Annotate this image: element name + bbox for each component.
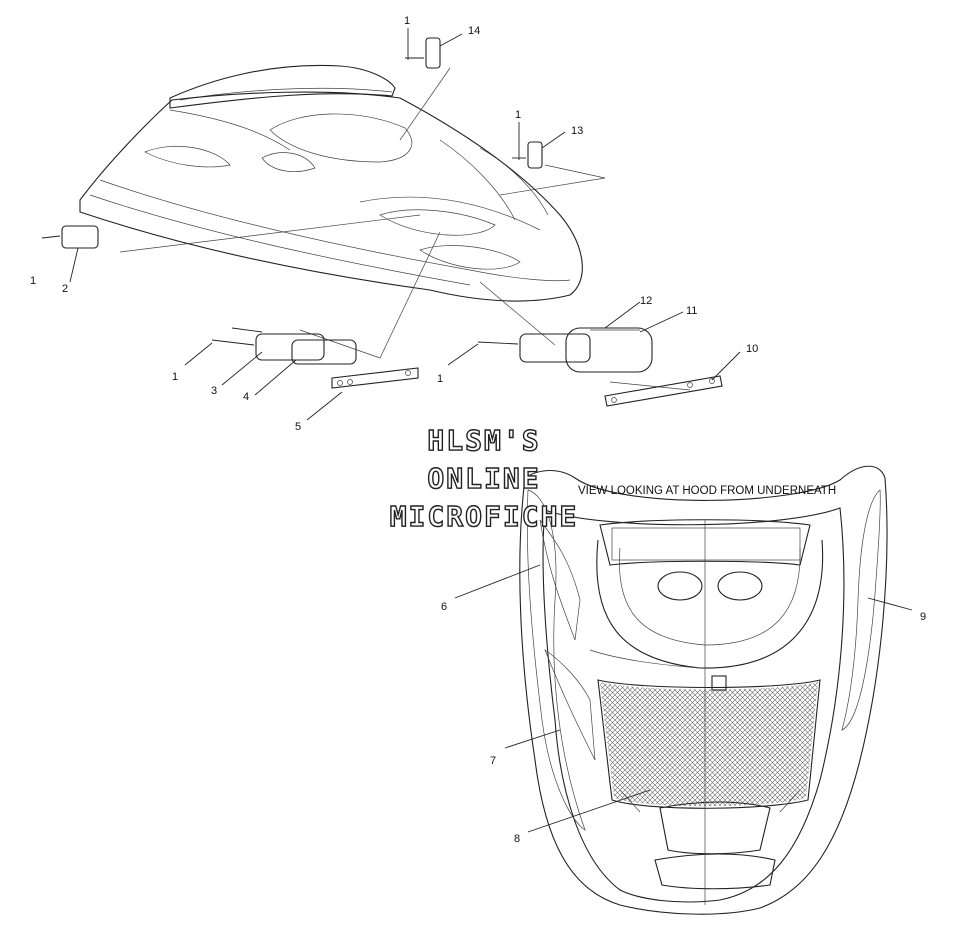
callout-labels: 1 14 1 13 1 2 12 11 10 1 3 4 5 1 6 9 7 8 — [30, 15, 926, 845]
callout-3: 3 — [211, 385, 217, 397]
callout-9: 9 — [920, 611, 926, 623]
callout-6: 6 — [441, 601, 447, 613]
callout-1: 1 — [515, 109, 521, 121]
callout-1: 1 — [30, 275, 36, 287]
callout-14: 14 — [468, 25, 480, 37]
callout-10: 10 — [746, 343, 758, 355]
callout-1: 1 — [172, 371, 178, 383]
hood-underside-view — [519, 465, 888, 915]
watermark-line-2: ONLINE — [427, 462, 540, 495]
callout-8: 8 — [514, 833, 520, 845]
vent-clip-13 — [512, 122, 543, 169]
plate-5 — [331, 367, 419, 389]
callout-1: 1 — [404, 15, 410, 27]
callout-2: 2 — [62, 283, 68, 295]
louver-right — [477, 327, 653, 373]
side-vent-2 — [41, 225, 99, 249]
vent-clip-14 — [405, 28, 441, 69]
callout-5: 5 — [295, 421, 301, 433]
watermark-line-3: MICROFICHE — [390, 500, 579, 533]
view-caption: VIEW LOOKING AT HOOD FROM UNDERNEATH — [578, 485, 836, 497]
callout-13: 13 — [571, 125, 583, 137]
callout-12: 12 — [640, 295, 652, 307]
watermark: HLSM'S ONLINE MICROFICHE — [389, 423, 579, 533]
watermark-line-1: HLSM'S — [427, 424, 540, 457]
callout-1: 1 — [437, 373, 443, 385]
hood-top-view — [79, 64, 583, 302]
leader-lines — [69, 33, 741, 421]
callout-4: 4 — [243, 391, 249, 403]
louver-left — [211, 327, 357, 365]
callout-7: 7 — [490, 755, 496, 767]
callout-11: 11 — [686, 305, 697, 317]
leader-lines-bottom — [454, 564, 913, 833]
plate-10 — [604, 375, 723, 407]
